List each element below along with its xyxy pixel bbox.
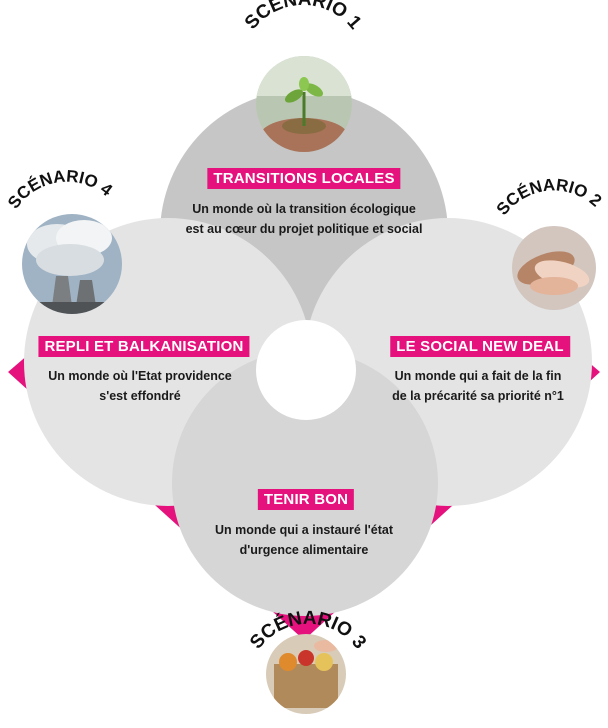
holding-hands-photo xyxy=(512,226,596,310)
scenario-1-title: TRANSITIONS LOCALES xyxy=(207,168,401,189)
scenario-4-title: REPLI ET BALKANISATION xyxy=(38,336,250,357)
scenario-3-description: Un monde qui a instauré l'état d'urgence… xyxy=(215,523,393,557)
scenario-3-title: TENIR BON xyxy=(257,489,355,510)
center-circle xyxy=(256,320,356,420)
scenario-4-description: Un monde où l'Etat providence s'est effo… xyxy=(48,369,232,403)
food-donation-box-photo xyxy=(266,634,346,714)
power-plant-smoke-photo xyxy=(22,214,122,314)
plant-in-hands-photo xyxy=(256,56,352,152)
scenario-2-description: Un monde qui a fait de la fin de la préc… xyxy=(392,369,564,403)
scenario-2-title: LE SOCIAL NEW DEAL xyxy=(390,336,570,357)
scenario-1-description: Un monde où la transition écologique est… xyxy=(185,202,423,236)
